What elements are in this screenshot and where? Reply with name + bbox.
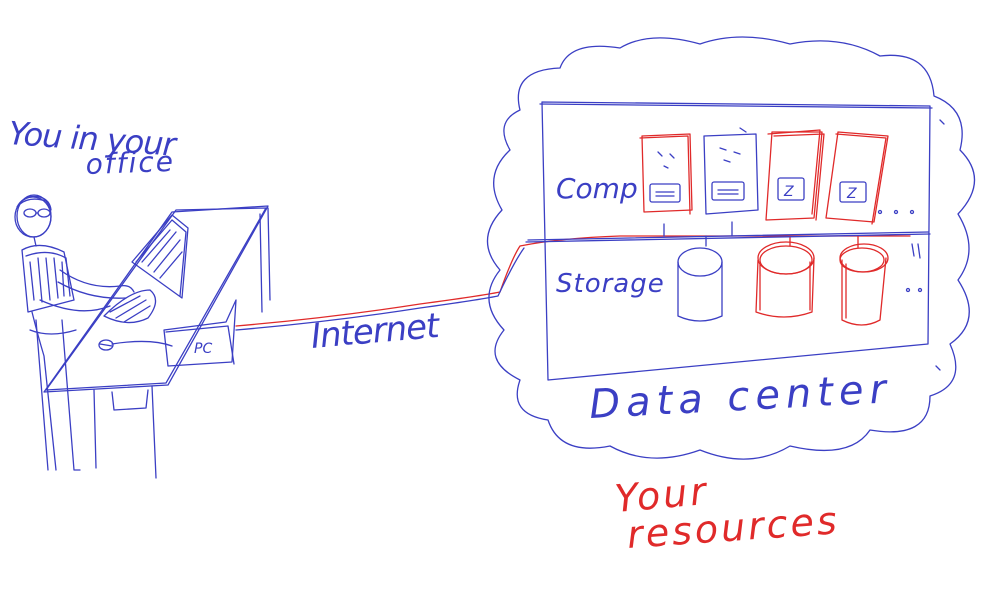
cable-red	[235, 235, 911, 327]
laptop	[103, 214, 189, 324]
label-your: Your	[613, 469, 710, 521]
label-office: office	[85, 145, 175, 181]
laptop-screen	[131, 214, 189, 299]
data-center-frame	[541, 101, 931, 381]
svg-text:Z: Z	[846, 186, 857, 202]
cloud-shape	[486, 36, 976, 460]
person-torso	[21, 244, 75, 313]
compute-storage-divider	[525, 233, 931, 243]
desk-top	[43, 205, 269, 393]
glasses-icon	[23, 208, 37, 218]
storage-cylinders	[677, 241, 889, 326]
storage-3	[839, 243, 889, 326]
server-1	[639, 133, 693, 215]
mouse-icon	[98, 339, 114, 351]
person-at-desk	[14, 194, 135, 471]
compute-servers: Z Z	[639, 127, 889, 225]
storage-2	[755, 241, 815, 318]
data-center-box	[525, 101, 945, 381]
pc-tower	[98, 299, 237, 367]
label-storage: Storage	[556, 269, 665, 299]
cloud-outline	[486, 36, 976, 460]
labels: You in your office PC Internet Comp Stor…	[7, 114, 893, 557]
desk	[43, 205, 271, 479]
server-4: Z	[825, 131, 889, 225]
pc-box	[163, 299, 237, 367]
server-2	[703, 127, 759, 215]
label-pc: PC	[194, 341, 212, 357]
storage-1	[677, 247, 723, 322]
svg-text:Z: Z	[783, 184, 794, 200]
internet-cable	[235, 221, 911, 331]
label-internet: Internet	[309, 306, 442, 357]
server-3: Z	[765, 129, 825, 221]
label-data-center: Data center	[588, 366, 893, 428]
label-compute: Comp	[556, 172, 638, 205]
